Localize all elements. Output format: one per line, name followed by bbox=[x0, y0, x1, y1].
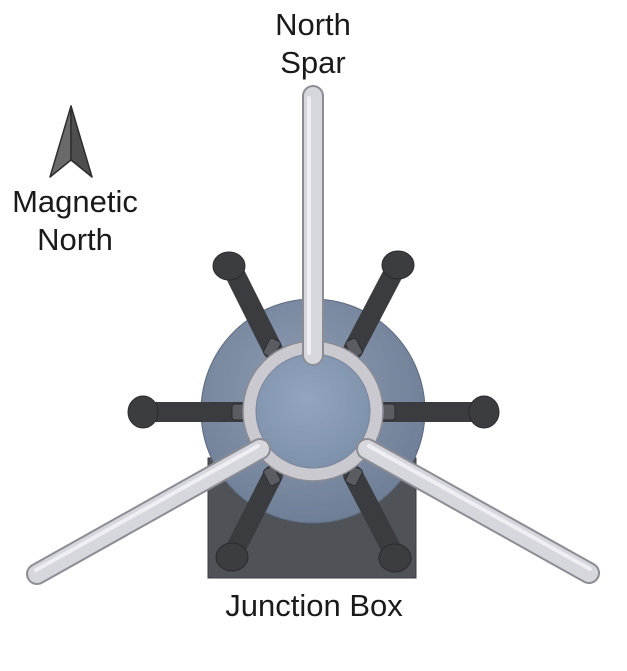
arm-cap-upper-left bbox=[212, 251, 246, 281]
arm-cap-lower-right bbox=[378, 543, 412, 573]
center-disc bbox=[255, 353, 371, 469]
arm-upper-left bbox=[222, 258, 283, 360]
north-spar-label-line-2: Spar bbox=[280, 45, 346, 80]
north-spar-label-line-1: North bbox=[275, 7, 351, 42]
spars bbox=[26, 85, 600, 585]
arm-group bbox=[127, 250, 500, 573]
arm-cap-upper-right bbox=[381, 250, 415, 280]
junction-box-label: Junction Box bbox=[225, 588, 403, 623]
arm-upper-right bbox=[343, 258, 406, 360]
arm-lower-right bbox=[343, 465, 402, 560]
magnetic-north-label-line-1: Magnetic bbox=[12, 184, 138, 219]
magnetic-north-label: Magnetic North bbox=[0, 183, 150, 259]
north-spar-label: North Spar bbox=[233, 6, 393, 82]
arm-cap-right bbox=[468, 395, 500, 429]
magnetic-north-label-line-2: North bbox=[37, 222, 113, 257]
arm-lower-left bbox=[225, 465, 283, 560]
north-arrow-icon bbox=[49, 105, 93, 178]
arm-cap-left bbox=[127, 395, 159, 429]
arm-cap-lower-left bbox=[215, 542, 249, 572]
